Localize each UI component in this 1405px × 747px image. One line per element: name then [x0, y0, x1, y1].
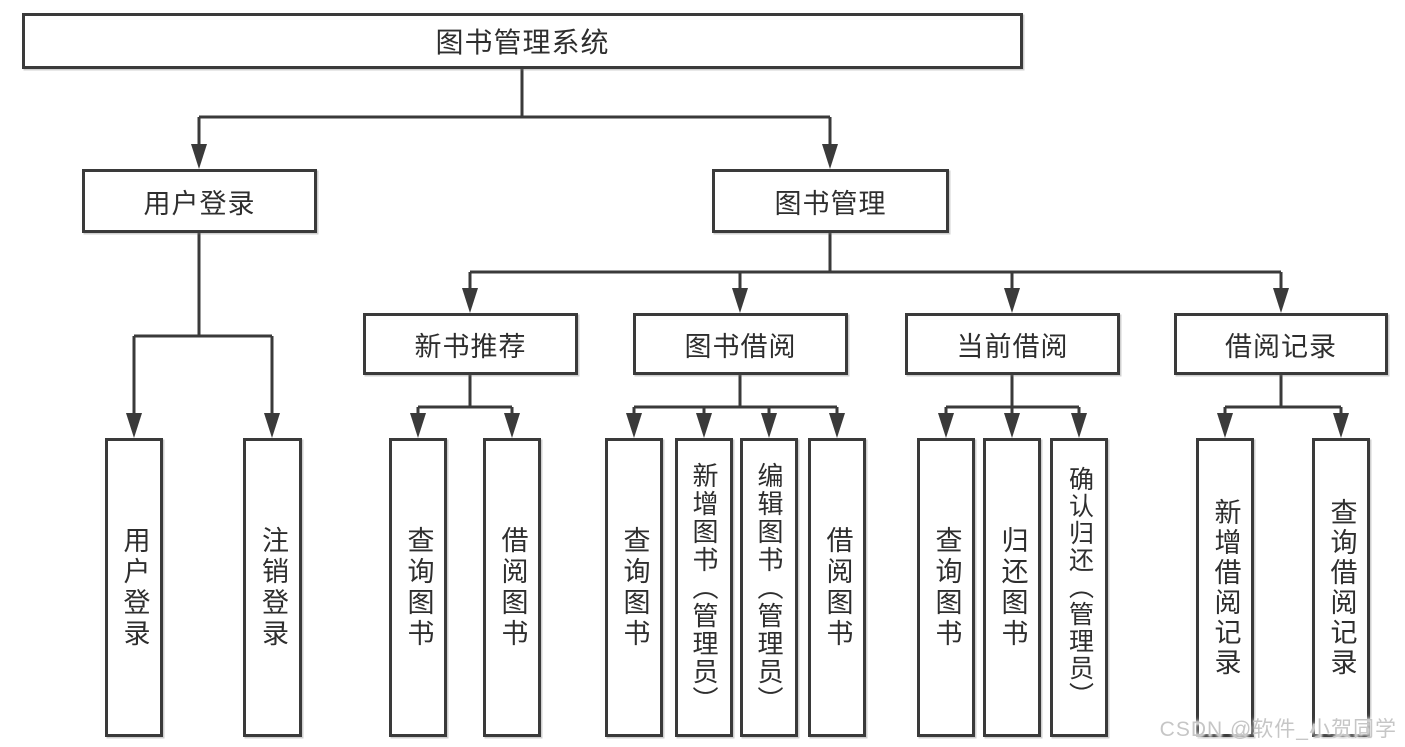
leaf-user-login: 用户登录	[105, 438, 163, 737]
watermark: CSDN @软件_小贺同学	[1159, 718, 1397, 741]
leaf-current-return-book: 归还图书	[983, 438, 1041, 737]
node-label: 查询图书	[931, 525, 962, 650]
leaf-current-query-book: 查询图书	[917, 438, 975, 737]
node-user-login: 用户登录	[82, 169, 317, 233]
node-label: 用户登录	[119, 525, 150, 650]
node-label: 确认归还（管理员）	[1065, 466, 1094, 709]
leaf-borrowing-edit-book-admin: 编辑图书（管理员）	[740, 438, 798, 737]
node-book-management: 图书管理	[712, 169, 949, 233]
leaf-borrowing-add-book-admin: 新增图书（管理员）	[675, 438, 733, 737]
node-new-book-recommendation: 新书推荐	[363, 313, 578, 375]
node-label: 新增图书（管理员）	[689, 461, 719, 714]
leaf-records-add-record: 新增借阅记录	[1196, 438, 1254, 737]
node-label: 图书管理系统	[435, 27, 610, 58]
leaf-recommend-query-book: 查询图书	[389, 438, 447, 737]
leaf-records-query-record: 查询借阅记录	[1312, 438, 1370, 737]
leaf-borrowing-query-book: 查询图书	[605, 438, 663, 737]
node-label: 用户登录	[143, 188, 256, 219]
leaf-current-confirm-return-admin: 确认归还（管理员）	[1050, 438, 1108, 737]
node-label: 归还图书	[997, 525, 1028, 650]
node-label: 注销登录	[258, 525, 288, 650]
node-label: 图书管理	[774, 188, 887, 219]
node-label: 查询图书	[619, 525, 650, 650]
node-label: 图书借阅	[684, 331, 797, 362]
node-label: 新书推荐	[414, 331, 527, 362]
node-root-library-management-system: 图书管理系统	[22, 13, 1023, 69]
leaf-borrowing-borrow-book: 借阅图书	[808, 438, 866, 737]
node-label: 借阅图书	[822, 525, 853, 650]
node-label: 当前借阅	[956, 331, 1069, 362]
node-current-borrowing: 当前借阅	[905, 313, 1120, 375]
leaf-logout-login: 注销登录	[243, 438, 302, 737]
node-label: 编辑图书（管理员）	[754, 461, 784, 714]
node-label: 借阅图书	[497, 525, 528, 650]
node-label: 借阅记录	[1225, 331, 1337, 362]
node-label: 查询图书	[403, 525, 434, 650]
node-label: 新增借阅记录	[1210, 497, 1241, 678]
node-label: 查询借阅记录	[1326, 497, 1357, 678]
node-book-borrowing: 图书借阅	[633, 313, 848, 375]
leaf-recommend-borrow-book: 借阅图书	[483, 438, 541, 737]
node-borrowing-records: 借阅记录	[1174, 313, 1388, 375]
